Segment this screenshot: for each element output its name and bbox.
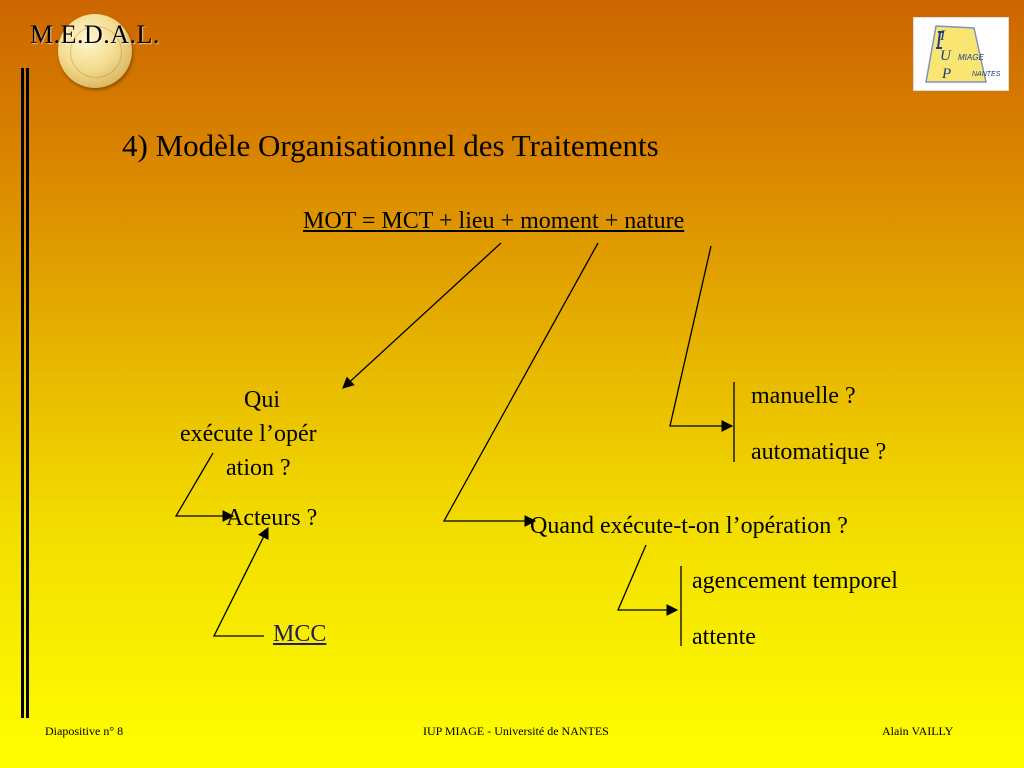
nature-option-automatique: automatique ? xyxy=(751,439,887,465)
medal-header: M.E.D.A.L. xyxy=(30,20,160,49)
acteurs-label: Acteurs ? xyxy=(226,505,318,531)
who-question-line: exécute l’opér xyxy=(180,421,317,447)
iup-miage-logo: I U P MIAGE NANTES xyxy=(913,17,1009,91)
formula-heading: MOT = MCT + lieu + moment + nature xyxy=(303,208,685,234)
moment-option-agencement: agencement temporel xyxy=(692,568,898,594)
logo-letter-u: U xyxy=(940,48,952,64)
moment-question: Quand exécute-t-on l’opération ? xyxy=(530,513,848,539)
medal-icon xyxy=(58,14,132,88)
arrow-moment xyxy=(442,242,599,527)
logo-shape xyxy=(925,25,987,83)
arrow-moment-options xyxy=(617,544,679,616)
footer-institution: IUP MIAGE - Université de NANTES xyxy=(423,724,609,738)
arrow-nature xyxy=(669,245,734,432)
who-question-line: Qui xyxy=(244,387,280,413)
left-border-line xyxy=(26,68,29,718)
arrow-acteurs xyxy=(174,452,235,522)
left-border-line xyxy=(21,68,24,718)
logo-letter-p: P xyxy=(941,66,951,82)
arrow-mcc xyxy=(212,526,269,637)
iup-logo-graphic: I U P MIAGE NANTES xyxy=(925,25,1001,83)
page-title: 4) Modèle Organisationnel des Traitement… xyxy=(122,128,659,163)
arrow-lieu xyxy=(342,242,502,389)
nature-option-manuelle: manuelle ? xyxy=(751,383,856,409)
footer-slide-number: Diapositive n° 8 xyxy=(45,724,124,738)
moment-option-attente: attente xyxy=(692,624,756,650)
logo-letter-i: I xyxy=(939,28,946,44)
logo-word-nantes: NANTES xyxy=(972,71,1001,78)
who-question-line: ation ? xyxy=(226,455,291,481)
logo-word-miage: MIAGE xyxy=(958,53,984,62)
logo-letter-stroke xyxy=(936,31,944,49)
footer-author: Alain VAILLY xyxy=(882,724,954,738)
mcc-link[interactable]: MCC xyxy=(273,621,327,647)
